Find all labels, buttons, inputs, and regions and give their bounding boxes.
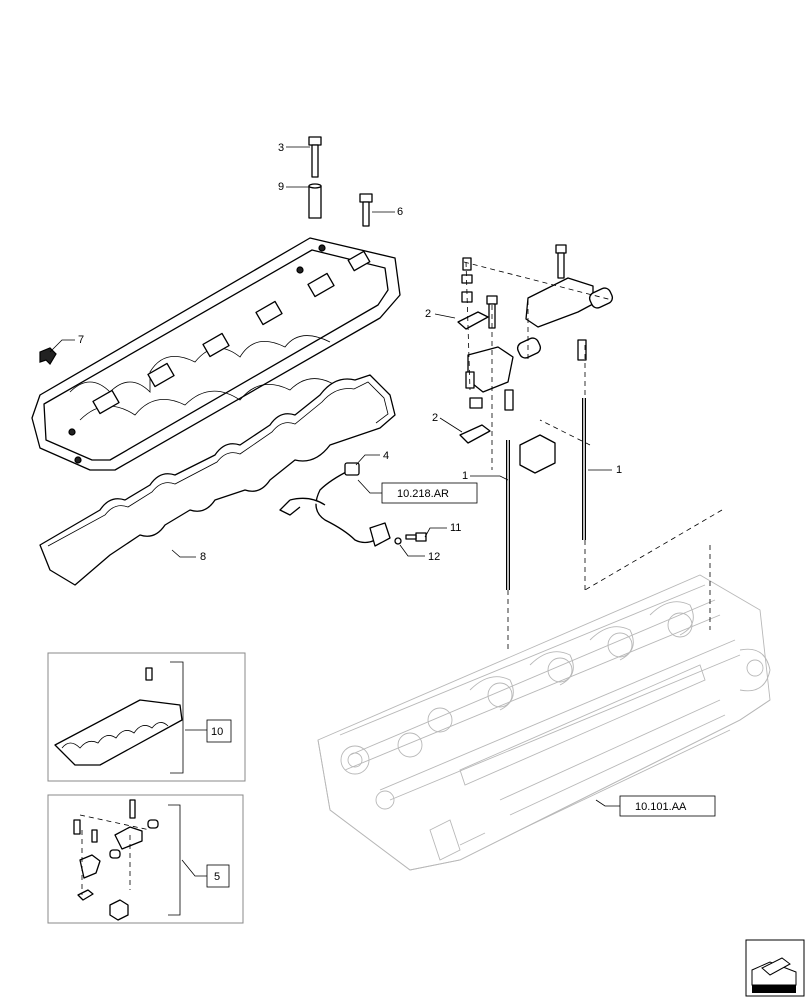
inset-panel-10 — [47, 652, 246, 782]
callout-1a: 1 — [462, 470, 468, 482]
callout-8: 8 — [200, 551, 206, 563]
callout-2a: 2 — [425, 308, 431, 320]
leader-lines — [49, 146, 620, 877]
callout-1b: 1 — [616, 464, 622, 476]
ref-box-10101aa[interactable] — [619, 795, 716, 817]
ref-box-10218ar[interactable] — [381, 482, 478, 504]
callout-5: 5 — [214, 871, 220, 883]
bolt-3 — [308, 136, 322, 178]
reference-label-10218ar[interactable]: 10.218.AR — [397, 488, 449, 500]
spacer-9 — [308, 183, 322, 219]
clip-7 — [39, 347, 57, 365]
callout-9: 9 — [278, 181, 284, 193]
valvetrain-assembly — [457, 244, 723, 650]
callout-3: 3 — [278, 142, 284, 154]
callout-7: 7 — [78, 334, 84, 346]
inset-panel-5 — [47, 794, 244, 924]
callout-10: 10 — [211, 726, 223, 738]
callout-6: 6 — [397, 206, 403, 218]
bolt-6 — [359, 193, 373, 227]
valve-cover — [31, 237, 401, 471]
callout-2b: 2 — [432, 412, 438, 424]
callout-4: 4 — [383, 450, 389, 462]
reference-label-10101aa[interactable]: 10.101.AA — [635, 801, 687, 813]
harness-4 — [279, 462, 427, 547]
callout-12: 12 — [428, 551, 440, 563]
gasket — [39, 374, 396, 586]
callout-11: 11 — [450, 522, 461, 534]
next-page-arrow-icon[interactable] — [745, 939, 805, 997]
cylinder-head-ghost — [317, 574, 771, 871]
inset-callout-box-10[interactable] — [206, 719, 232, 743]
